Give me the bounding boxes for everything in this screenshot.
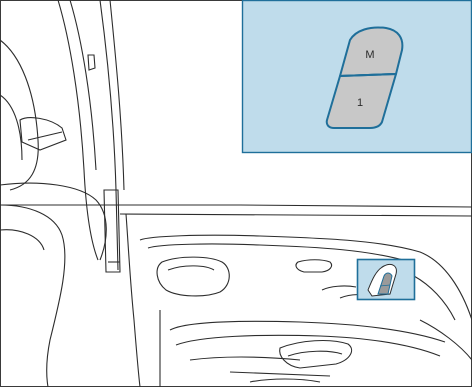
memory-button-m-label: M <box>365 49 374 61</box>
memory-button-1-label: 1 <box>357 97 363 109</box>
